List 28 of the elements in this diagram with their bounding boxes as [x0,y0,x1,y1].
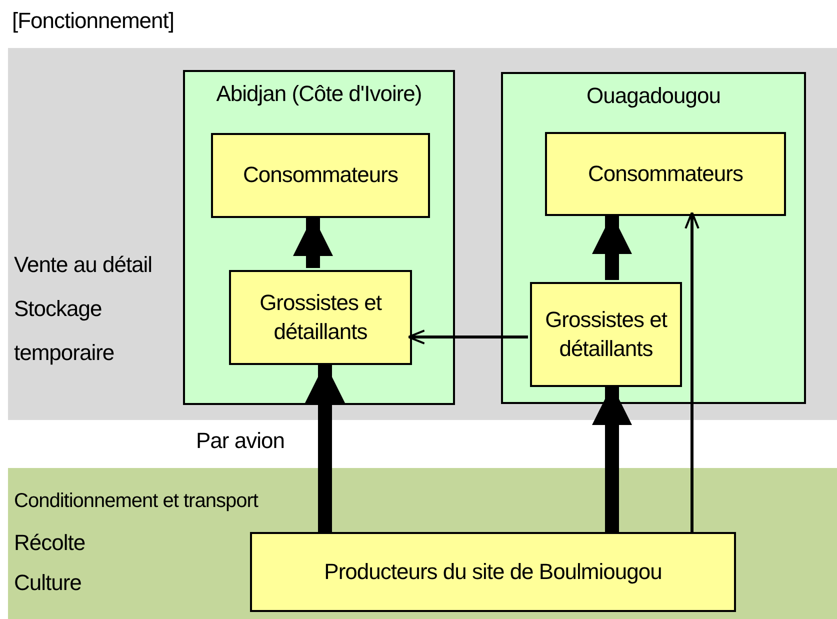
box-label: Grossistes et détaillants [544,306,668,362]
process-box [530,282,682,387]
box-label: Consommateurs [242,161,399,190]
box-label: Producteurs du site de Boulmiougou [323,558,663,586]
arrow [407,330,528,344]
arrow [293,216,333,268]
stage-label: temporaire [14,340,114,366]
arrow [305,363,345,532]
process-box [250,532,736,612]
process-box [545,132,786,216]
arrow [684,211,700,532]
stage-label: Récolte [14,530,86,556]
box-label: Grossistes et détaillants [258,288,383,346]
panel-heading: Ouagadougou [586,82,722,110]
arrow [592,214,632,280]
diagram-title: [Fonctionnement] [12,8,174,34]
stage-label: Culture [14,570,82,596]
process-box [229,270,412,365]
city-panel [183,70,455,405]
arrow [592,385,632,532]
stage-label: Vente au détail [14,252,152,278]
edge-label: Par avion [196,428,284,454]
city-panel [501,72,806,404]
stage-label: Stockage [14,296,102,322]
stage-label: Conditionnement et transport [14,490,258,513]
box-label: Consommateurs [587,160,744,188]
panel-heading: Abidjan (Côte d'Ivoire) [215,80,423,108]
process-box [211,133,430,218]
